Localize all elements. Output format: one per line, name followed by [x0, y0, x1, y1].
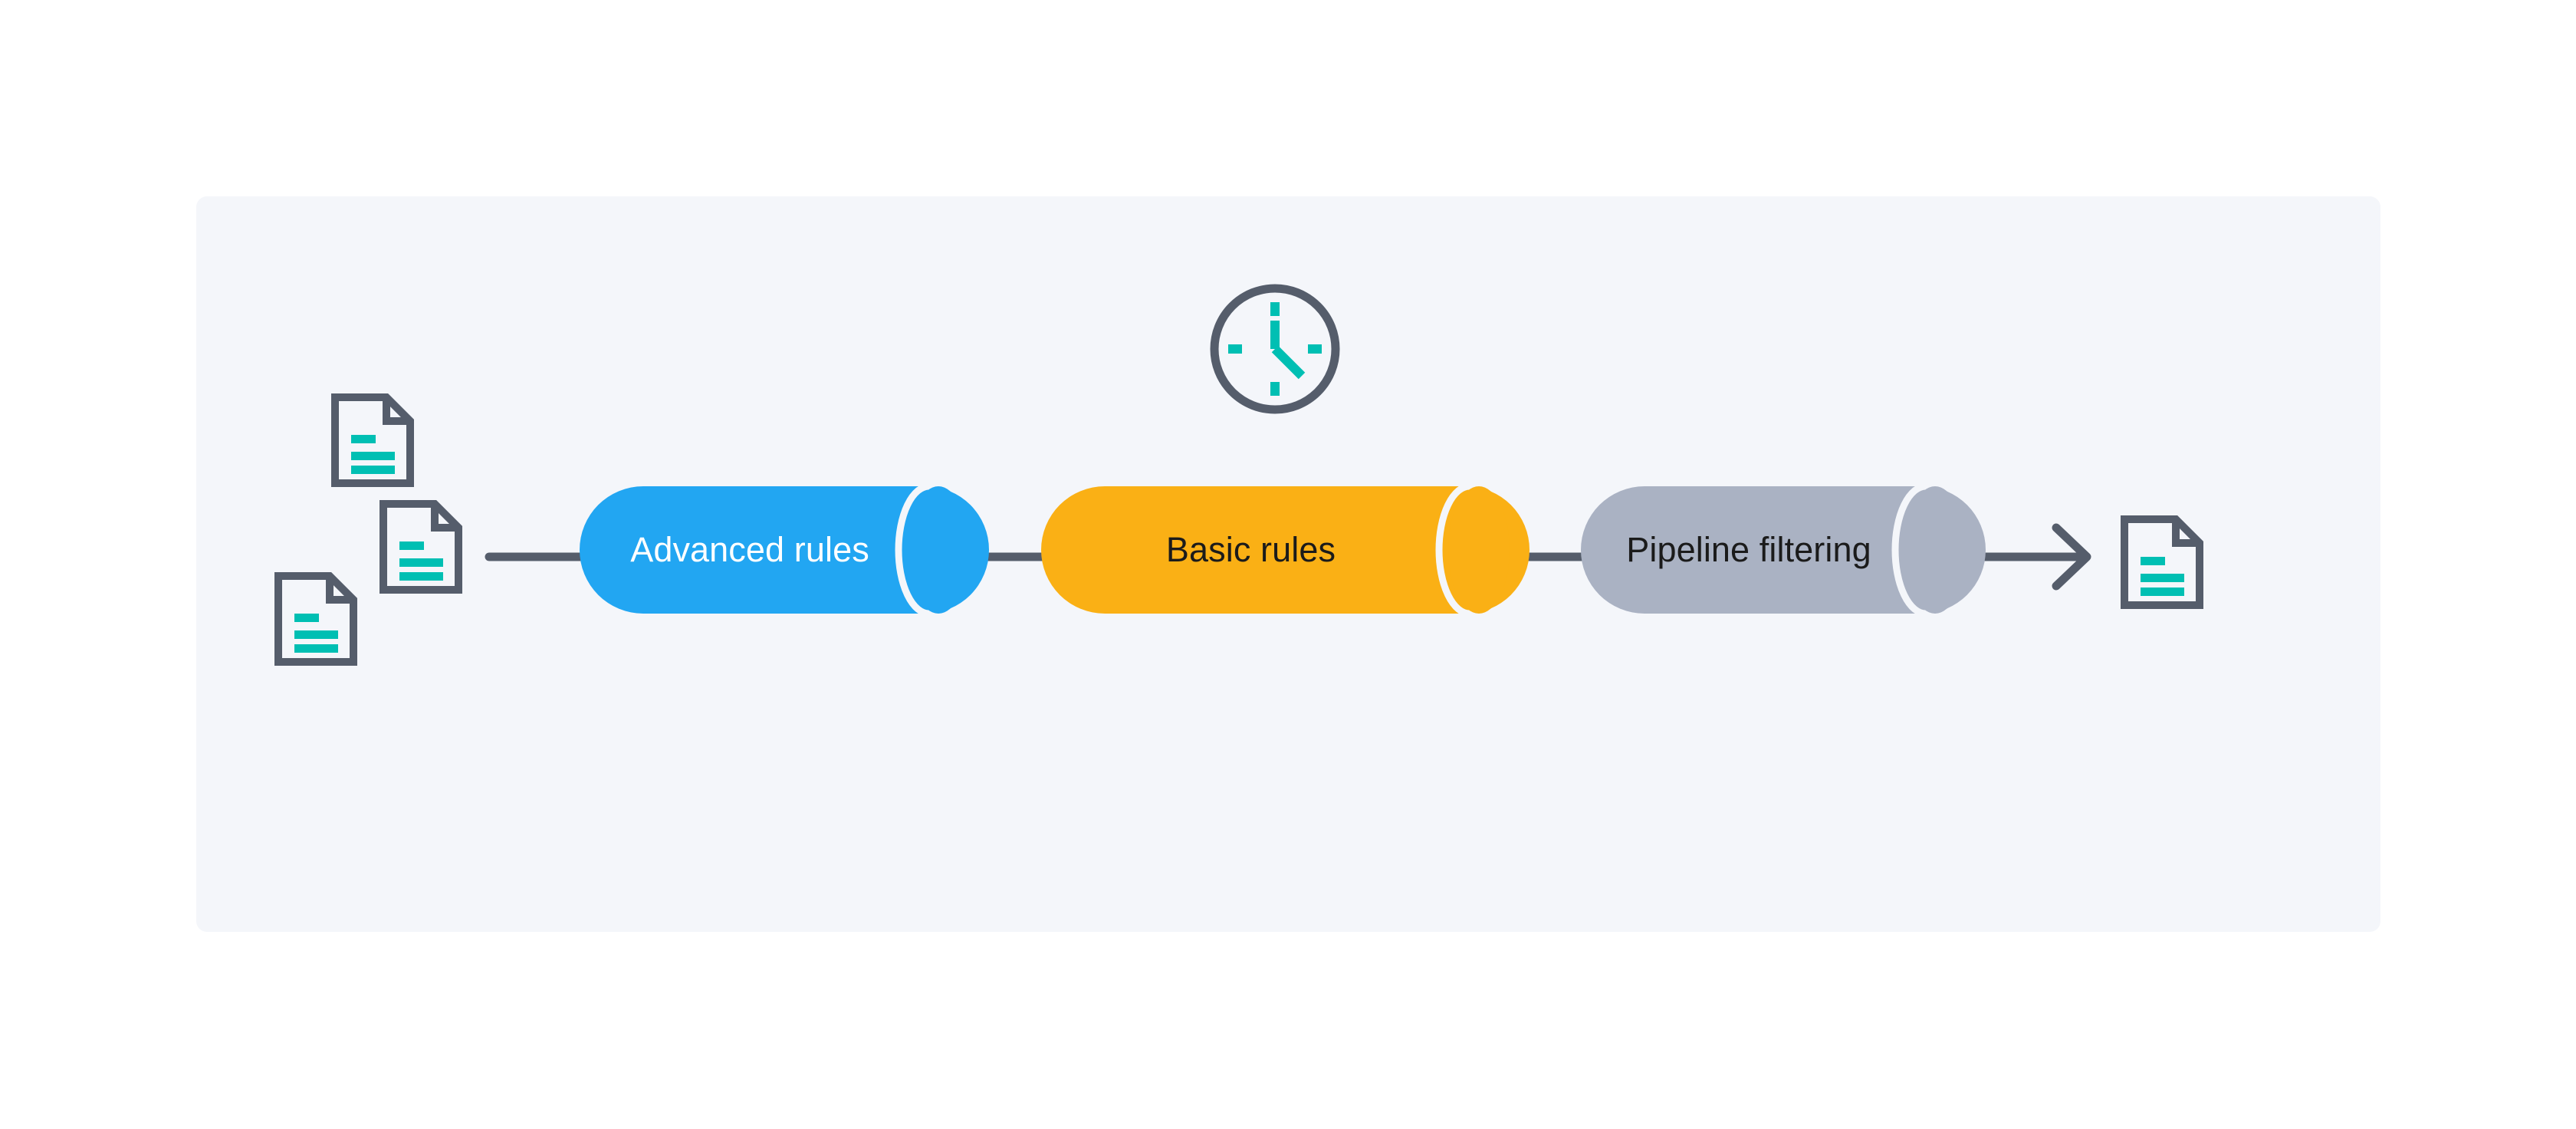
document-icon	[2121, 515, 2203, 609]
clock-tick-12	[1270, 302, 1280, 316]
document-icon	[331, 393, 414, 487]
cylinder-cap	[908, 486, 969, 614]
schedule-clock[interactable]	[1207, 281, 1343, 417]
clock-tick-3	[1308, 344, 1322, 354]
document-line-1	[294, 614, 319, 622]
stage-basic-rules-label: Basic rules	[1165, 530, 1336, 569]
document-line-1	[351, 435, 376, 443]
cylinder-body	[1041, 486, 1530, 614]
document-icon	[380, 500, 462, 594]
document-icon	[274, 572, 357, 666]
document-line-2	[399, 558, 443, 567]
clock-hour-hand	[1271, 345, 1306, 380]
document-line-3	[2141, 588, 2184, 596]
stage-pipeline-filtering-label: Pipeline filtering	[1626, 530, 1871, 569]
clock-tick-6	[1270, 382, 1280, 396]
clock-tick-9	[1228, 344, 1242, 354]
arrow-head-icon	[2052, 523, 2091, 591]
input-document-3[interactable]	[274, 572, 357, 666]
document-line-3	[294, 644, 338, 653]
document-line-1	[2141, 557, 2165, 565]
stage-advanced-rules-label: Advanced rules	[630, 530, 869, 569]
cylinder-cap	[1448, 486, 1510, 614]
output-document[interactable]	[2121, 515, 2203, 609]
document-fold-icon	[383, 397, 410, 425]
document-fold-icon	[2172, 519, 2200, 547]
document-line-3	[399, 572, 443, 581]
cylinder-cap	[1904, 486, 1966, 614]
stage-basic-rules[interactable]	[1032, 476, 1548, 626]
cylinder-body	[1581, 486, 1986, 614]
document-fold-icon	[326, 576, 353, 604]
document-line-2	[2141, 574, 2184, 582]
document-line-2	[294, 630, 338, 639]
input-document-1[interactable]	[331, 393, 414, 487]
connector-filtering-to-output	[1976, 523, 2091, 591]
input-document-2[interactable]	[380, 500, 462, 594]
cylinder-body	[580, 486, 989, 614]
document-line-3	[351, 466, 395, 474]
stage-pipeline-filtering[interactable]	[1572, 476, 2004, 626]
document-line-1	[399, 541, 424, 550]
stage-advanced-rules[interactable]	[570, 476, 1007, 626]
document-fold-icon	[431, 504, 458, 532]
document-line-2	[351, 452, 395, 460]
clock-icon	[1210, 284, 1340, 414]
